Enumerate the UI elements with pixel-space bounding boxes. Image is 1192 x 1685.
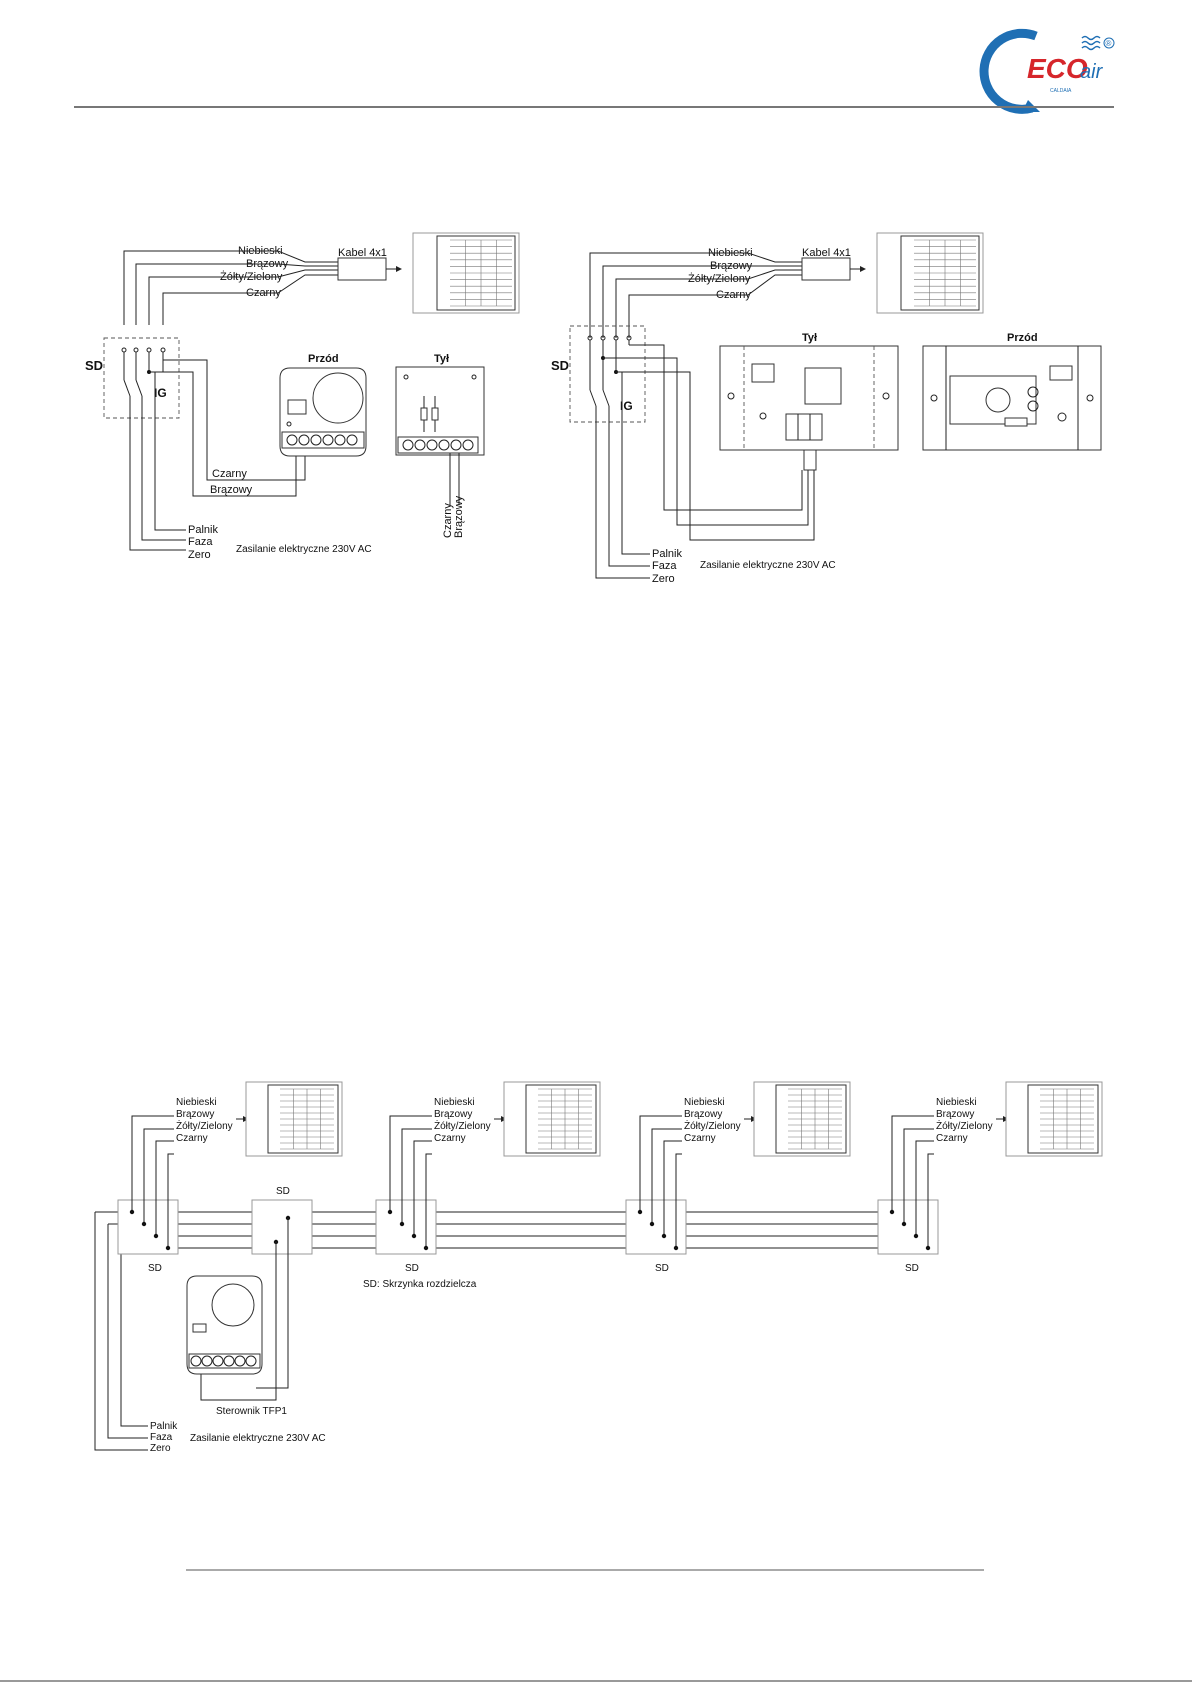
sd-box — [375, 1199, 437, 1255]
supply-phase: Faza — [652, 560, 677, 572]
thermostat-controller — [186, 1275, 263, 1375]
wiring-diagram-controller: Niebieski Brązowy Żółty/Zielony Czarny K… — [551, 232, 1102, 585]
cable-sleeve — [801, 257, 851, 281]
wire-label: Żółty/Zielony — [434, 1119, 491, 1132]
wire-black-to-thermostat: Czarny — [212, 468, 247, 480]
wire-label: Żółty/Zielony — [684, 1119, 741, 1132]
wire-label: Żółty/Zielony — [936, 1119, 993, 1132]
wire-label: Brązowy — [434, 1109, 472, 1120]
wiring-diagram-thermostat: Niebieski Brązowy Żółty/Zielony Czarny K… — [85, 232, 520, 561]
back-wire-brown: Brązowy — [453, 495, 465, 538]
back-label: Tył — [434, 353, 449, 365]
logo-tagline: CALDAIA — [1050, 88, 1072, 94]
back-label: Tył — [802, 332, 817, 344]
supply-burner: Palnik — [652, 548, 682, 560]
supply-zero: Zero — [652, 573, 675, 585]
supply-zero: Zero — [188, 549, 211, 561]
supply-phase: Faza — [150, 1432, 173, 1443]
controller-front: Przód — [922, 332, 1102, 451]
wire-label: Czarny — [434, 1133, 466, 1144]
controller-label: Sterownik TFP1 — [216, 1406, 287, 1417]
sd-label-4: SD — [905, 1263, 919, 1274]
wire-label: Żółty/Zielony — [176, 1119, 233, 1132]
supply-caption: Zasilanie elektryczne 230V AC — [236, 544, 372, 555]
wire-label: Czarny — [176, 1133, 208, 1144]
sd-label: SD — [551, 358, 569, 373]
wire-label: Brązowy — [176, 1109, 214, 1120]
switch-contacts — [121, 347, 166, 397]
wire-label: Niebieski — [434, 1097, 475, 1108]
switch-contacts — [587, 335, 632, 407]
wire-label: Brązowy — [684, 1109, 722, 1120]
wire-label: Czarny — [684, 1133, 716, 1144]
controller-back: Tył — [719, 332, 899, 471]
supply-phase: Faza — [188, 536, 213, 548]
front-label: Przód — [308, 353, 339, 365]
wire-label: Niebieski — [176, 1097, 217, 1108]
wire-label: Niebieski — [936, 1097, 977, 1108]
sd-label-1: SD — [148, 1263, 162, 1274]
supply-burner: Palnik — [188, 524, 218, 536]
sd-label: SD — [85, 358, 103, 373]
ig-label: IG — [620, 399, 633, 413]
sd-legend: SD: Skrzynka rozdzielcza — [363, 1279, 477, 1290]
supply-caption: Zasilanie elektryczne 230V AC — [700, 560, 836, 571]
sd-box — [117, 1199, 179, 1255]
logo-text: ECO — [1027, 53, 1088, 84]
wire-label: Brązowy — [936, 1109, 974, 1120]
thermostat-front: Przód — [279, 353, 367, 457]
sd-box — [877, 1199, 939, 1255]
front-label: Przód — [1007, 332, 1038, 344]
sd-top-label: SD — [276, 1186, 290, 1197]
wire-label: Niebieski — [684, 1097, 725, 1108]
thermostat-back: Tył Czarny Brązowy — [395, 353, 485, 538]
sd-box-controller — [251, 1199, 313, 1255]
supply-burner: Palnik — [150, 1421, 178, 1432]
heater-unit — [876, 232, 984, 314]
registered-mark: ® — [1106, 39, 1112, 48]
waves-icon — [1081, 35, 1101, 51]
heater-unit — [412, 232, 520, 314]
wiring-diagram-multi-unit: SD SD SD SD SD SD: Skrzynka rozdzielcza … — [94, 1081, 1103, 1454]
cable-label: Kabel 4x1 — [802, 247, 851, 259]
sd-box — [569, 325, 646, 423]
logo: ECO air CALDAIA ® — [979, 28, 1115, 114]
logo-sub: air — [1080, 61, 1104, 83]
wire-label: Czarny — [936, 1133, 968, 1144]
wire-brown-to-thermostat: Brązowy — [210, 484, 253, 496]
back-wire-black: Czarny — [442, 503, 454, 538]
sd-label-3: SD — [655, 1263, 669, 1274]
cable-sleeve — [337, 257, 387, 281]
supply-zero: Zero — [150, 1443, 171, 1454]
supply-caption: Zasilanie elektryczne 230V AC — [190, 1433, 326, 1444]
cable-label: Kabel 4x1 — [338, 247, 387, 259]
sd-box — [625, 1199, 687, 1255]
ig-label: IG — [154, 386, 167, 400]
sd-label-2: SD — [405, 1263, 419, 1274]
